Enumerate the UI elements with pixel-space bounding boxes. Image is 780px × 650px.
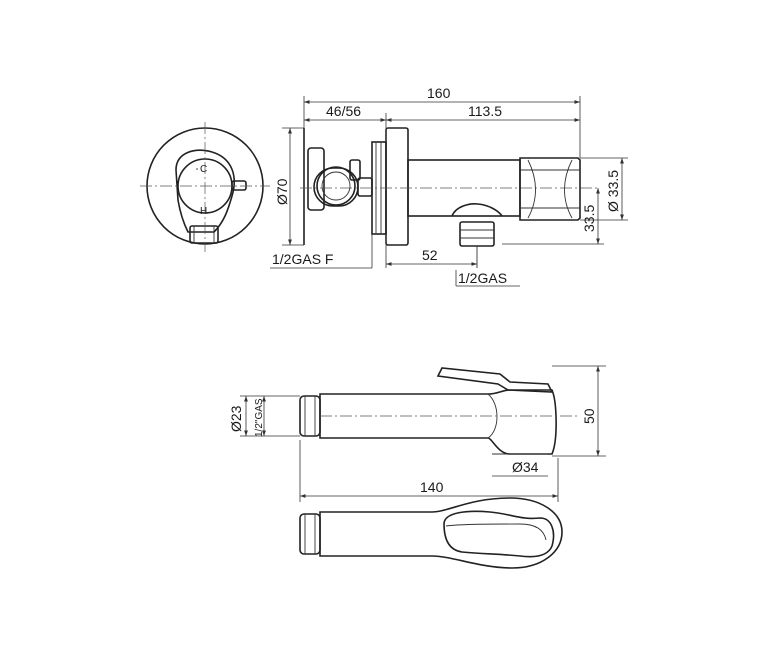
spray-body — [319, 389, 557, 455]
spray-length-label: 140 — [420, 479, 444, 495]
hose-connector — [519, 157, 581, 221]
spray-thread-end — [299, 395, 321, 437]
total-length-label: 160 — [427, 85, 451, 101]
outlet-thread — [459, 221, 495, 247]
spray-top-thread-end — [299, 513, 321, 555]
cold-mark: C — [200, 164, 207, 175]
spray-diameter-label: Ø23 — [228, 405, 244, 432]
spray-thread-label: 1/2"GAS — [254, 398, 265, 437]
valve-front-view: C H — [140, 122, 270, 252]
outlet-height-label: 33.5 — [581, 205, 597, 232]
connector-diameter-label: Ø 33.5 — [605, 170, 621, 212]
spray-side-view: Ø23 1/2"GAS 50 Ø34 140 — [228, 365, 606, 502]
spray-top-view — [299, 497, 563, 569]
spray-height-label: 50 — [581, 408, 597, 424]
inlet-thread-label: 1/2GAS F — [272, 251, 333, 267]
outlet-thread-label: 1/2GAS — [458, 270, 507, 286]
outlet-spout — [451, 203, 503, 217]
valve-side-view: Ø70 160 — [270, 85, 628, 287]
outlet-offset-label: 52 — [422, 247, 438, 263]
holder-stem — [349, 159, 361, 181]
mount-depth-label: 46/56 — [326, 103, 361, 119]
body-length-label: 113.5 — [468, 103, 502, 119]
plate-diameter-label: Ø70 — [274, 178, 290, 205]
spray-top-grip — [443, 510, 555, 558]
handle-diameter-label: Ø34 — [512, 459, 539, 475]
hot-mark: H — [200, 206, 207, 217]
valve-body-outline — [175, 149, 236, 233]
holder-ring — [316, 166, 356, 206]
spray-lever — [436, 367, 554, 393]
valve-outlet-nut — [189, 225, 219, 244]
valve-lever-stub — [231, 180, 247, 191]
spray-top-body — [319, 497, 563, 569]
